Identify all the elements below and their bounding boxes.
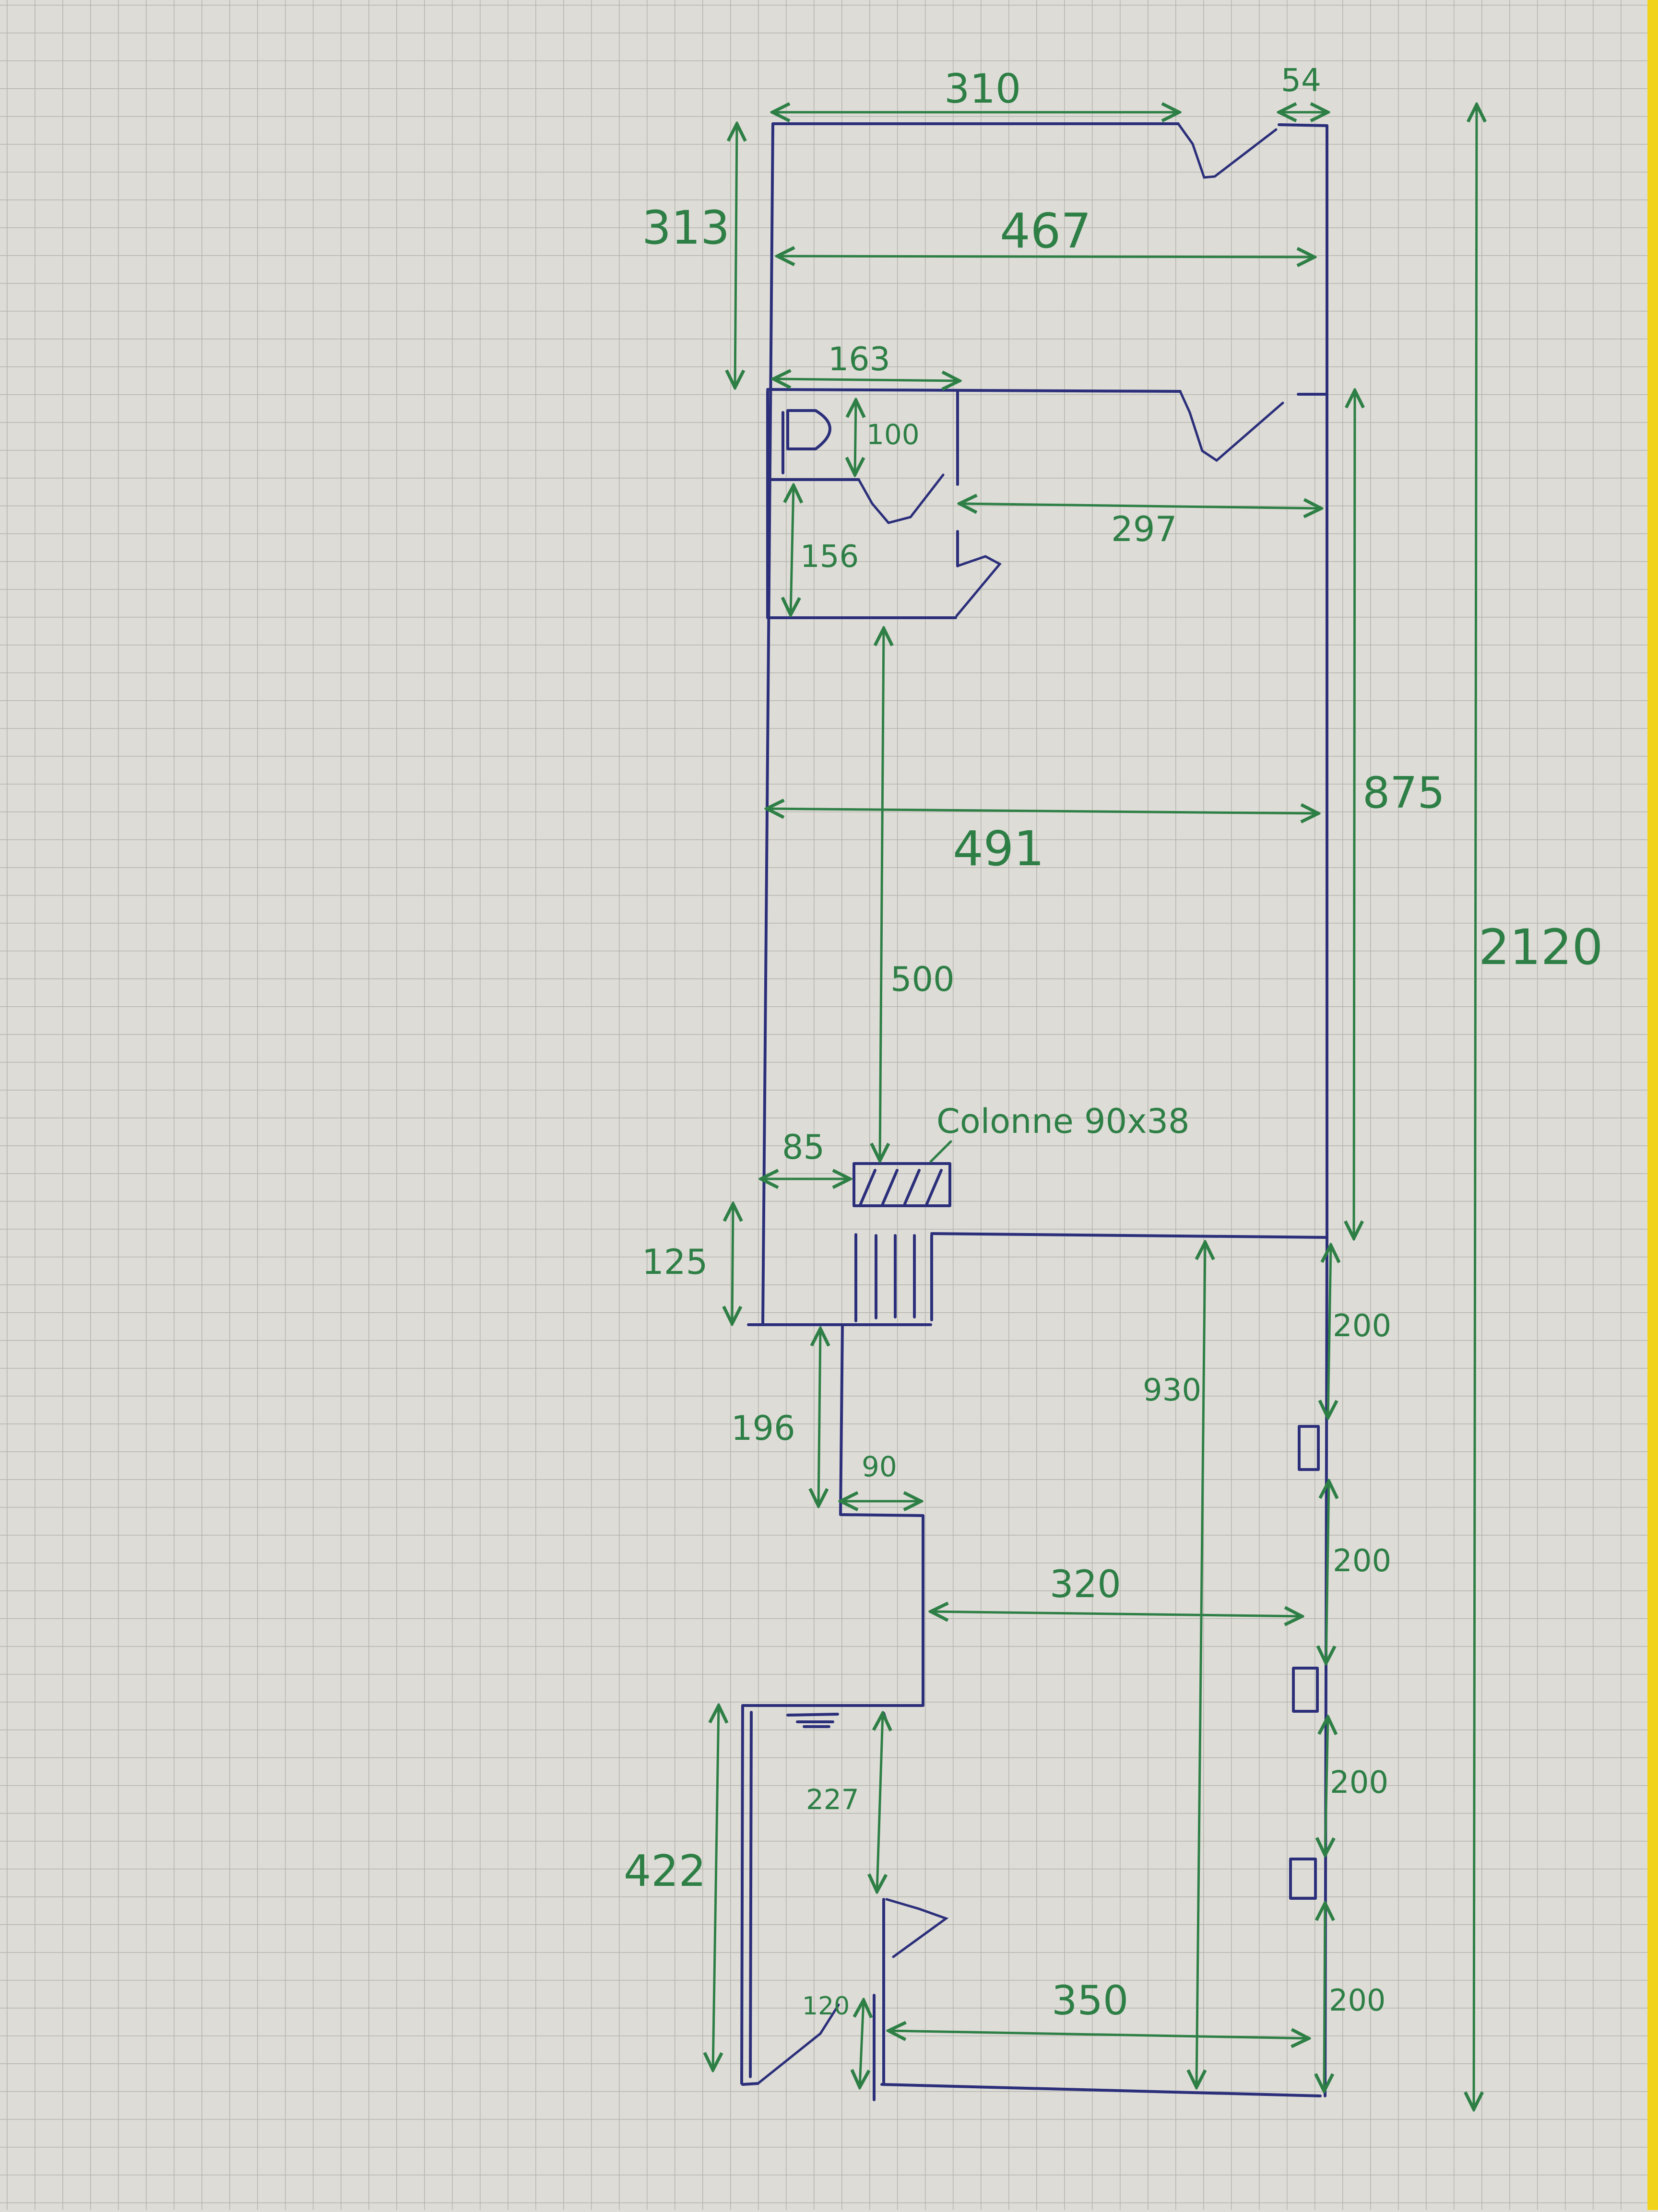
dim-right-seg-3 [1325, 1717, 1328, 1855]
doors [757, 122, 1284, 2085]
label-hall-width: 297 [1111, 509, 1177, 549]
corridor-wall [741, 1323, 924, 1707]
top-wall-right [1278, 123, 1328, 127]
dim-bottom-width [888, 2031, 1309, 2038]
bathroom-left-wall [740, 1704, 744, 2085]
label-room1-width: 467 [1000, 203, 1091, 259]
window-3 [1289, 1858, 1317, 1900]
label-right-seg-1: 200 [1333, 1308, 1391, 1344]
label-column: Colonne 90x38 [936, 1102, 1190, 1141]
label-corridor-width: 90 [862, 1450, 897, 1483]
dim-closet-depth [791, 485, 793, 615]
mid-partition [930, 1232, 1328, 1239]
label-top-gap: 54 [1281, 62, 1321, 99]
dim-column-offset [880, 628, 884, 1161]
dim-right-seg-2 [1326, 1481, 1329, 1663]
label-closet-depth-2: 227 [806, 1783, 859, 1816]
dim-door-width [860, 2000, 864, 2087]
label-back-width: 320 [1050, 1563, 1121, 1606]
dim-total-length [1474, 105, 1477, 2109]
dim-stair-depth [732, 1204, 733, 1324]
door-entrance [1177, 122, 1278, 179]
column [853, 1162, 951, 1207]
bottom-left-stub [741, 2082, 759, 2086]
drain-symbol [786, 1713, 839, 1728]
dim-back-length [1196, 1242, 1205, 2087]
dim-right-span [1354, 390, 1355, 1238]
label-living-width: 491 [953, 821, 1044, 877]
label-right-seg-2: 200 [1333, 1543, 1391, 1579]
dim-back-width [931, 1612, 1302, 1616]
column-hatch [859, 1169, 943, 1205]
dim-wc-depth [855, 400, 856, 475]
label-right-seg-4: 200 [1329, 1983, 1386, 2018]
bathroom-left-inner [749, 1711, 753, 2078]
door-closet [955, 555, 1002, 617]
label-wc-width: 163 [828, 341, 890, 378]
label-right-span: 875 [1362, 768, 1445, 818]
label-bath-length: 422 [624, 1846, 706, 1896]
column-label-leader [929, 1140, 952, 1163]
label-column-offset: 500 [890, 960, 955, 999]
label-closet-depth: 156 [800, 539, 859, 575]
stairs [854, 1233, 933, 1322]
label-column-left: 85 [782, 1128, 825, 1167]
label-bottom-width: 350 [1052, 1977, 1128, 2024]
dim-corridor-depth [818, 1329, 820, 1506]
dim-living-width [767, 809, 1318, 813]
wc-block-outline [766, 390, 957, 619]
left-wall [761, 122, 774, 1326]
door-wc [857, 473, 945, 524]
dimension-labels: 310 54 313 467 163 100 156 297 875 2120 … [624, 62, 1603, 2024]
dimension-lines [713, 105, 1477, 2109]
window-1 [1298, 1425, 1320, 1471]
toilet-symbol [786, 409, 831, 450]
dim-room1-depth [735, 124, 737, 388]
label-corridor-depth: 196 [731, 1409, 795, 1448]
bottom-wall [880, 1898, 1322, 2097]
door-closet-lower [885, 1898, 949, 1958]
notebook-edge [1647, 0, 1658, 2210]
label-right-seg-3: 200 [1330, 1765, 1388, 1800]
door-bathroom [757, 2003, 840, 2085]
dim-room1-width [777, 256, 1315, 257]
label-stair-depth: 125 [642, 1242, 708, 1282]
label-door-width: 120 [802, 1992, 850, 2021]
dim-wc-width [773, 379, 959, 381]
dim-right-seg-1 [1328, 1245, 1331, 1418]
window-2 [1292, 1667, 1319, 1713]
label-top-width: 310 [944, 65, 1021, 112]
door-room [1179, 390, 1284, 462]
dim-closet-depth-2 [877, 1713, 883, 1892]
dim-right-seg-4 [1324, 1903, 1325, 2091]
dim-bath-length [713, 1706, 719, 2070]
partition-top-room [766, 388, 1182, 393]
walls [740, 122, 1328, 2101]
label-room1-depth: 313 [642, 201, 730, 255]
dim-hall-width [959, 504, 1321, 508]
label-back-length: 930 [1143, 1373, 1201, 1408]
label-total-length: 2120 [1479, 919, 1603, 976]
label-wc-depth: 100 [866, 418, 920, 451]
